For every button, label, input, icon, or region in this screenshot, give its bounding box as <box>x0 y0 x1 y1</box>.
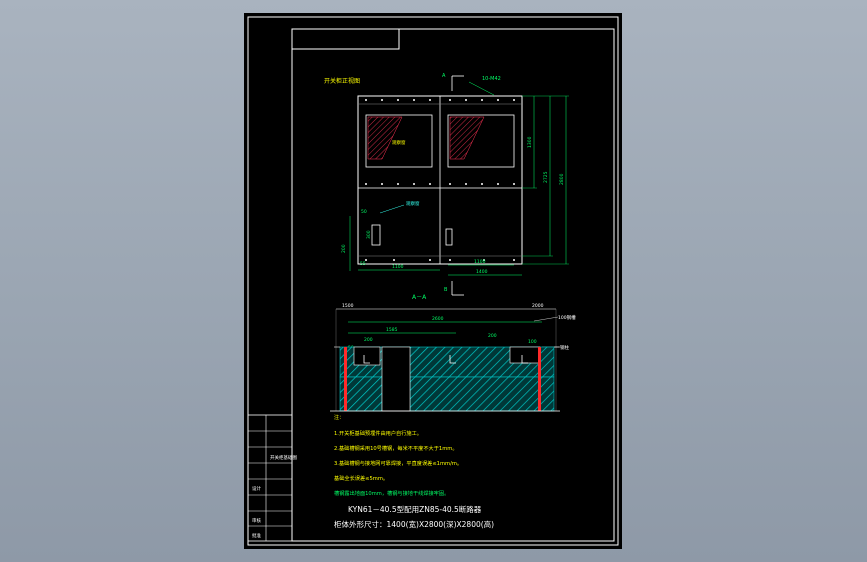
section-marker-top: A <box>442 73 446 79</box>
section-marker-bottom: B <box>444 287 448 293</box>
dim-200-left: 200 <box>364 337 373 343</box>
steel-pillar-left <box>344 347 347 411</box>
label-steel-column: 钢柱 <box>560 344 569 351</box>
inner-frame <box>291 28 615 542</box>
note-line-5: 槽钢露出地面10mm，槽钢与接地干线焊接牢固。 <box>334 489 449 497</box>
dim-height-outer: 2800 <box>559 173 565 185</box>
dim-small-b: 300 <box>366 230 372 239</box>
size-line: 柜体外形尺寸：1400(宽)X2800(深)X2800(高) <box>334 519 494 529</box>
dim-right-top: 2000 <box>532 303 544 309</box>
dim-left-top: 1500 <box>342 303 354 309</box>
note-line-4: 基础全长误差≤5mm。 <box>334 474 388 482</box>
product-line: KYN61－40.5型配用ZN85-40.5断路器 <box>348 504 482 514</box>
cad-drawing: 开关柜基础图 设计 审核 批准 开关柜正视图 A 10-M42 <box>247 16 619 546</box>
dim-100: 100 <box>528 339 537 345</box>
title-block-title: 开关柜基础图 <box>270 454 297 461</box>
steel-pillar-right <box>538 347 541 411</box>
dim-height-total: 2725 <box>543 171 549 183</box>
dim-small-c: 200 <box>341 244 347 253</box>
window-label-upper: 观察窗 <box>392 139 406 146</box>
section-title: A－A <box>412 294 427 301</box>
title-block-approve: 批准 <box>252 532 261 539</box>
dim-200-right: 200 <box>488 333 497 339</box>
cable-trench <box>381 346 411 412</box>
note-line-1: 1.开关柜基础预埋件由用户自行施工。 <box>334 429 422 437</box>
window-upper-right <box>447 114 515 168</box>
dim-width-inner-right: 1100 <box>474 259 486 265</box>
note-line-3: 3.基础槽钢与接地网可靠焊接，平直度误差≤1mm/m。 <box>334 459 462 467</box>
dim-1585: 1585 <box>386 327 398 333</box>
drawing-sheet: 开关柜基础图 设计 审核 批准 开关柜正视图 A 10-M42 <box>244 13 622 549</box>
note-line-2: 2.基础槽钢采用10号槽钢，每米不平度不大于1mm。 <box>334 444 458 452</box>
dim-width-inner-left: 1100 <box>392 264 404 270</box>
front-view-label: 开关柜正视图 <box>324 77 360 85</box>
handle-lower <box>445 228 453 246</box>
foundation-block-right <box>409 376 555 412</box>
dim-2600: 2600 <box>432 316 444 322</box>
dim-width-bottom: 1400 <box>476 269 488 275</box>
top-left-box <box>291 28 400 50</box>
notes: 注： 1.开关柜基础预埋件由用户自行施工。 2.基础槽钢采用10号槽钢，每米不平… <box>334 414 494 529</box>
outer-frame <box>247 16 619 546</box>
dim-small-a: 50 <box>361 209 367 215</box>
tag-top: 10-M42 <box>482 76 501 82</box>
section-view: A－A 1500 2000 2600 1585 200 200 50 100 1… <box>330 294 576 412</box>
dim-height-upper: 1300 <box>527 136 533 148</box>
window-label-lower: 观察窗 <box>406 200 420 207</box>
title-block-design: 设计 <box>252 485 261 492</box>
viewport-lower <box>371 224 381 246</box>
label-channel-steel: 100钢槽 <box>558 314 576 321</box>
notes-heading: 注： <box>334 414 344 421</box>
front-view: 开关柜正视图 A 10-M42 观察窗 <box>324 73 569 296</box>
title-block: 开关柜基础图 设计 审核 批准 <box>247 414 297 542</box>
title-block-review: 审核 <box>252 517 261 524</box>
window-upper-left <box>365 114 433 168</box>
dim-small-d: 55 <box>360 261 366 267</box>
